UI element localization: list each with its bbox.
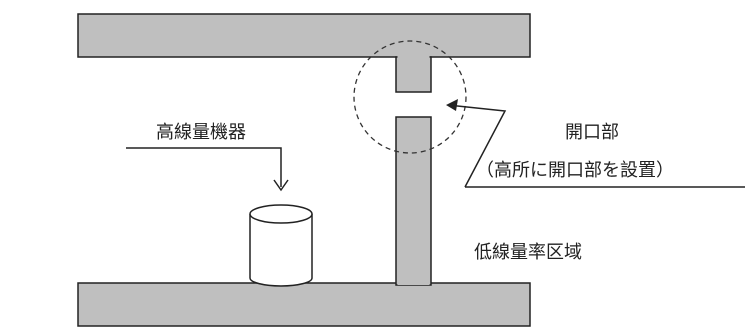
opening-highlight-circle [353,40,467,154]
equipment-leader-line [126,147,282,187]
opening-leader-line [447,104,507,188]
stub-joint [397,55,430,59]
floor-slab [77,282,531,327]
low-dose-area-label: 低線量率区域 [474,242,582,263]
wall-joint [397,281,430,285]
ceiling-slab [77,13,531,58]
partition-wall [395,116,432,286]
opening-arrowhead [446,99,458,111]
upper-wall-stub [395,56,432,93]
equipment-cylinder-body [249,214,313,287]
equipment-arrowhead [273,179,289,192]
opening-note-label: （高所に開口部を設置） [476,160,674,181]
high-dose-equipment-label: 高線量機器 [156,122,246,143]
equipment-cylinder-top [249,204,313,224]
opening-label: 開口部 [565,122,619,143]
